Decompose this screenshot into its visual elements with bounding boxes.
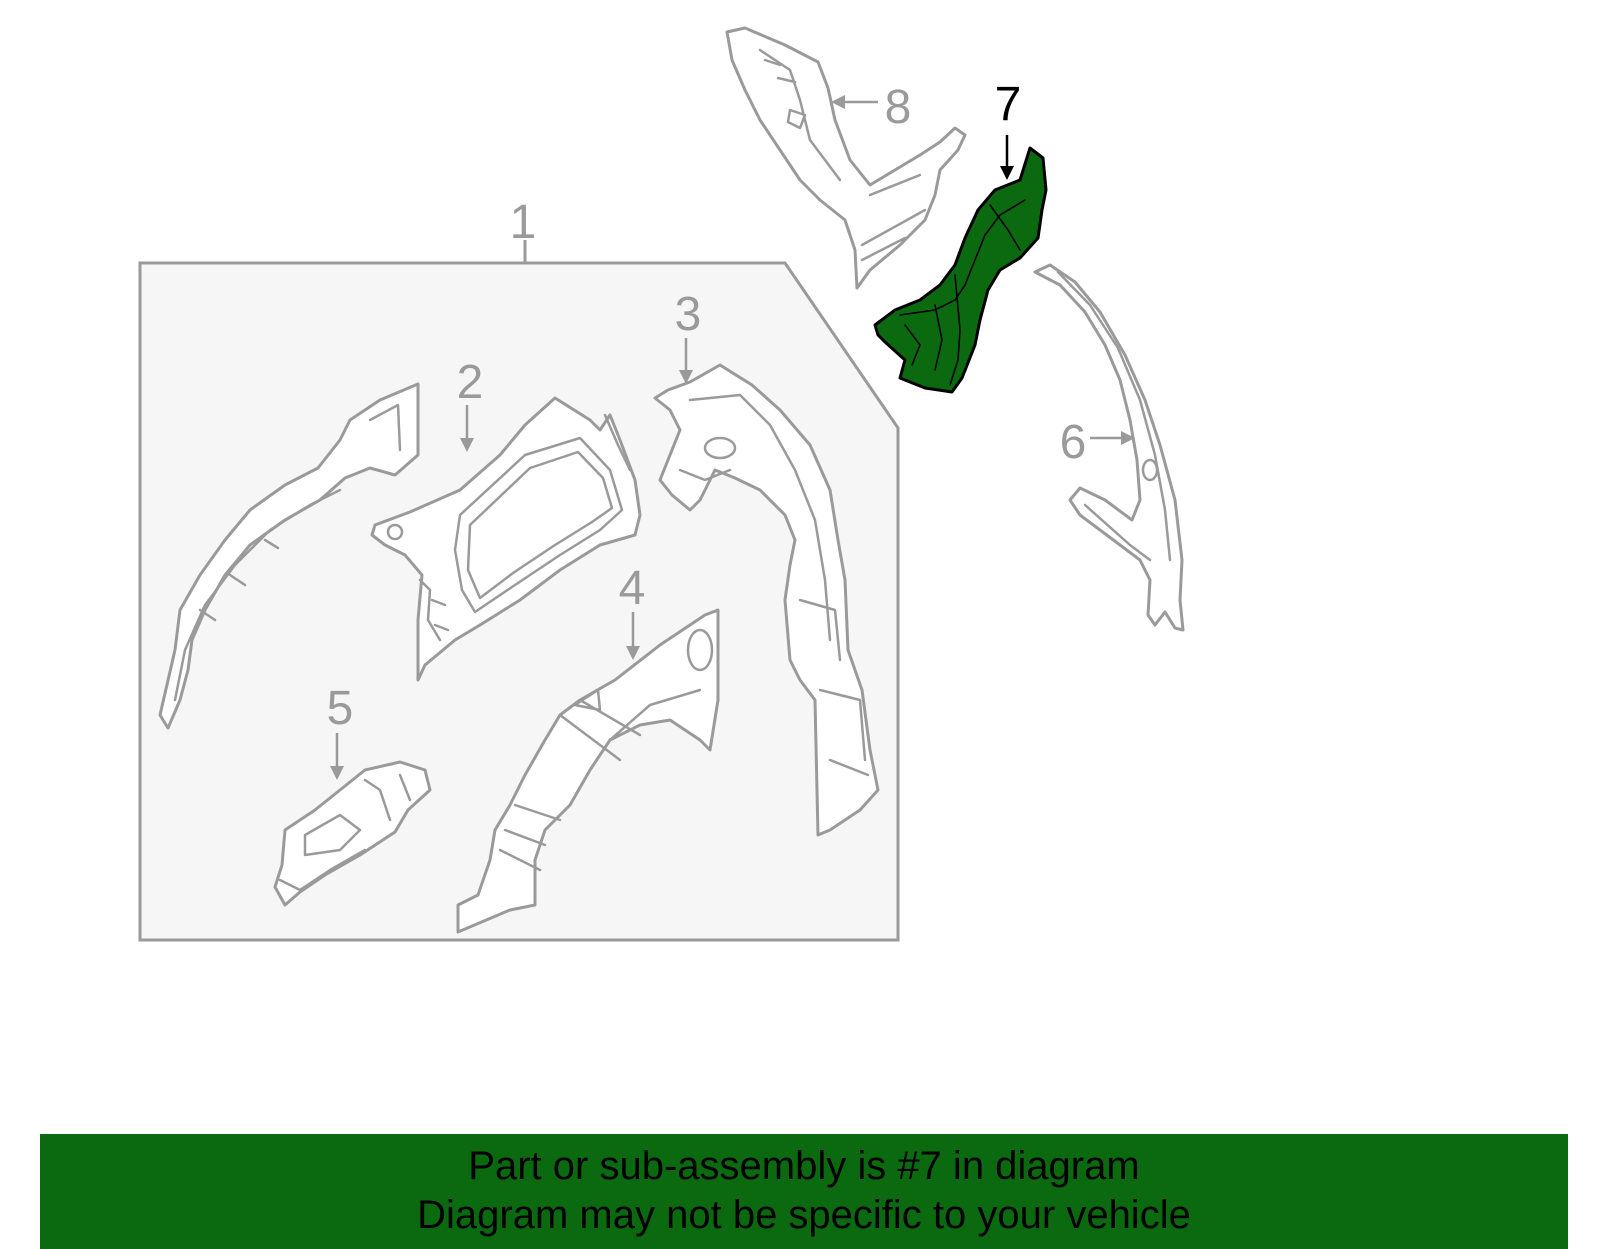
leader-arrow-8: [831, 95, 878, 109]
leader-arrow-3: [679, 338, 693, 384]
part-2-quarter-inner-panel: [370, 396, 642, 682]
part-5-bracket: [273, 760, 432, 907]
part-wheelhouse-strip: [158, 382, 420, 730]
callout-4: 4: [619, 562, 646, 615]
callout-3: 3: [675, 288, 702, 341]
leader-arrows: [330, 95, 1135, 780]
part-4-wheelhouse-outer: [456, 608, 720, 934]
leader-arrow-4: [626, 612, 640, 660]
footer-banner: Part or sub-assembly is #7 in diagram Di…: [40, 1134, 1568, 1249]
leader-arrow-7: [1000, 135, 1014, 180]
callout-7: 7: [995, 78, 1022, 131]
part-8-upper-panel: [725, 26, 967, 290]
part-6-pillar-outer: [1033, 263, 1185, 632]
footer-line-1: Part or sub-assembly is #7 in diagram: [468, 1144, 1140, 1188]
part-3-rear-pillar-inner: [653, 363, 880, 837]
callout-2: 2: [457, 356, 484, 409]
callout-5: 5: [327, 682, 354, 735]
leader-arrow-2: [460, 405, 474, 452]
callout-6: 6: [1060, 416, 1087, 469]
callout-8: 8: [885, 81, 912, 134]
leader-arrow-6: [1090, 431, 1135, 445]
footer-line-2: Diagram may not be specific to your vehi…: [417, 1193, 1191, 1237]
part-7-highlighted: [873, 146, 1048, 394]
leader-arrow-5: [330, 733, 344, 780]
callout-1: 1: [510, 196, 537, 249]
